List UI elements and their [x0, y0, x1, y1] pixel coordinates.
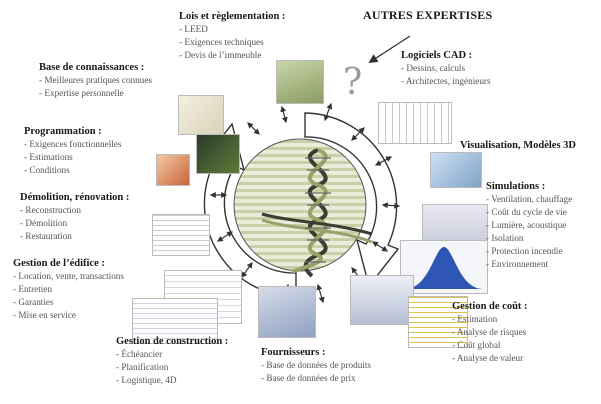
- thumb-3d-model: [430, 152, 482, 188]
- radial-arrow: [374, 156, 393, 166]
- category-item: Conditions: [24, 164, 121, 177]
- category-item: Entretien: [13, 283, 124, 296]
- category-logiciels: Logiciels CAD : Dessins, calculs Archite…: [401, 49, 491, 88]
- category-item: Base de données de prix: [261, 372, 371, 385]
- category-title: Base de connaissances :: [39, 62, 145, 73]
- distribution-curve-graphic: [405, 247, 483, 289]
- category-title: Gestion de coût :: [452, 301, 528, 312]
- category-item: Expertise personnelle: [39, 87, 152, 100]
- category-title: Gestion de l’édifice :: [13, 258, 105, 269]
- category-item: Logistique, 4D: [116, 374, 228, 387]
- category-lois: Lois et règlementation : LEED Exigences …: [179, 10, 285, 62]
- category-item: Exigences techniques: [179, 36, 285, 49]
- radial-arrow: [280, 105, 288, 124]
- category-item: Planification: [116, 361, 228, 374]
- category-fournisseurs: Fournisseurs : Base de données de produi…: [261, 346, 371, 385]
- category-item: Analyse de valeur: [452, 352, 528, 365]
- category-item: Coût global: [452, 339, 528, 352]
- thumb-cad-drawing: [378, 102, 452, 144]
- category-item: Garanties: [13, 296, 124, 309]
- radial-arrow: [381, 202, 401, 209]
- radial-arrow: [241, 262, 253, 278]
- thumb-simulation-distribution: [400, 240, 488, 294]
- category-item: Environnement: [486, 258, 572, 271]
- category-item: Mise en service: [13, 309, 124, 322]
- category-base-connaissances: Base de connaissances : Meilleures prati…: [39, 61, 152, 100]
- thumb-cost-window: [350, 275, 414, 325]
- category-item: Estimations: [24, 151, 121, 164]
- category-item: Reconstruction: [20, 204, 129, 217]
- category-item: Estimation: [452, 313, 528, 326]
- category-gestion-cout: Gestion de coût : Estimation Analyse de …: [452, 300, 528, 365]
- category-item: Lumière, acoustique: [486, 219, 572, 232]
- other-expertise-arrow: [368, 35, 411, 63]
- category-title: Logiciels CAD :: [401, 50, 473, 61]
- thumb-suppliers: [258, 286, 316, 338]
- category-item: Exigences fonctionnelles: [24, 138, 121, 151]
- category-title: Lois et règlementation :: [179, 11, 286, 22]
- category-item: Restauration: [20, 230, 129, 243]
- category-gestion-construction: Gestion de construction : Échéancier Pla…: [116, 335, 228, 387]
- thumb-knowledge: [196, 134, 240, 174]
- radial-arrow: [323, 102, 333, 122]
- category-programmation: Programmation : Exigences fonctionnelles…: [24, 125, 121, 177]
- thumb-construction-schedule: [132, 298, 218, 344]
- category-item: Démolition: [20, 217, 129, 230]
- category-title: Gestion de construction :: [116, 336, 229, 347]
- helix-graphic: [261, 148, 373, 278]
- category-item: Analyse de risques: [452, 326, 528, 339]
- radial-arrow: [216, 231, 234, 242]
- thumb-programming: [156, 154, 190, 186]
- category-item: Location, vente, transactions: [13, 270, 124, 283]
- category-item: Isolation: [486, 232, 572, 245]
- thumb-demolition-table: [152, 214, 210, 256]
- category-item: Échéancier: [116, 348, 228, 361]
- radial-arrow: [371, 241, 389, 252]
- question-mark-icon: ?: [343, 62, 363, 103]
- category-visualisation: Visualisation, Modèles 3D: [460, 139, 576, 152]
- radial-arrow: [351, 127, 365, 141]
- category-item: Coût du cycle de vie: [486, 206, 572, 219]
- thumb-regulations-photo: [276, 60, 324, 104]
- center-disk: [233, 138, 367, 272]
- category-title: Visualisation, Modèles 3D: [460, 140, 576, 151]
- category-title: Fournisseurs :: [261, 347, 326, 358]
- category-item: Devis de l’immeuble: [179, 49, 285, 62]
- category-item: Meilleures pratiques connues: [39, 74, 152, 87]
- category-title: Simulations :: [486, 181, 546, 192]
- category-title: Démolition, rénovation :: [20, 192, 130, 203]
- thumb-regulations-plan: [178, 95, 224, 135]
- radial-arrow: [316, 283, 325, 304]
- category-item: LEED: [179, 23, 285, 36]
- category-item: Ventilation, chauffage: [486, 193, 572, 206]
- category-demolition: Démolition, rénovation : Reconstruction …: [20, 191, 129, 243]
- category-item: Architectes, ingénieurs: [401, 75, 491, 88]
- category-simulations: Simulations : Ventilation, chauffage Coû…: [486, 180, 572, 271]
- category-item: Dessins, calculs: [401, 62, 491, 75]
- category-item: Base de données de produits: [261, 359, 371, 372]
- category-item: Protection incendie: [486, 245, 572, 258]
- category-title: Programmation :: [24, 126, 102, 137]
- other-expertise-title: AUTRES EXPERTISES: [363, 8, 493, 22]
- category-gestion-edifice: Gestion de l’édifice : Location, vente, …: [13, 257, 124, 322]
- radial-arrow: [247, 122, 260, 135]
